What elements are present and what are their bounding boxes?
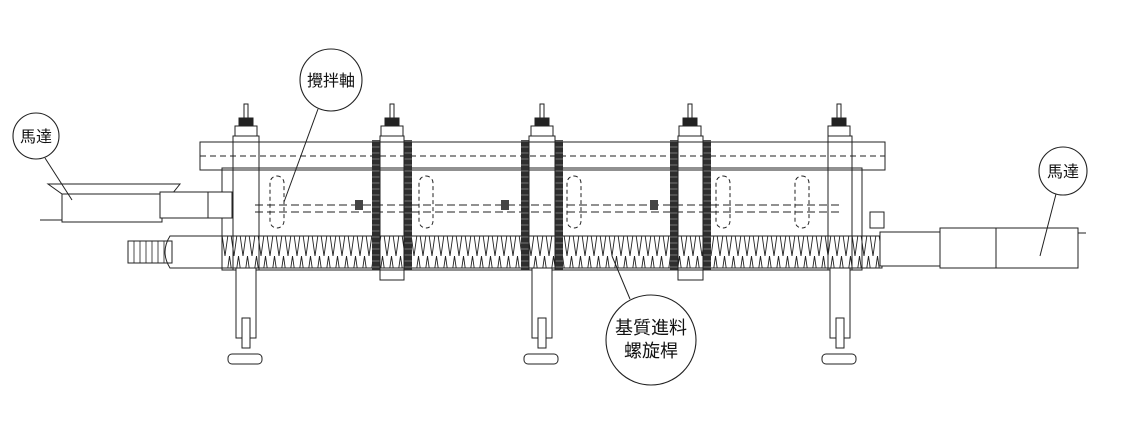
right-motor-body bbox=[869, 211, 1086, 269]
top-fittings bbox=[234, 103, 851, 137]
band-clamps bbox=[372, 140, 711, 270]
motor-right-label: 馬達 bbox=[1047, 162, 1079, 181]
screw-label-line1: 基質進料 bbox=[615, 318, 687, 339]
motor-left-label: 馬達 bbox=[20, 127, 52, 146]
callout-motor-left: 馬達 bbox=[12, 112, 73, 201]
support-legs bbox=[227, 267, 857, 365]
feed-screw bbox=[127, 235, 883, 269]
left-motor-body bbox=[40, 183, 233, 223]
machine-frame bbox=[199, 141, 886, 271]
mixing-shaft-label: 攪拌軸 bbox=[307, 71, 355, 90]
screw-label-line2: 螺旋桿 bbox=[624, 341, 678, 362]
callout-feed-screw: 基質進料 螺旋桿 bbox=[605, 255, 697, 386]
paddle-blocks bbox=[355, 200, 658, 210]
mixing-paddles bbox=[269, 175, 810, 229]
callout-mixing-shaft: 攪拌軸 bbox=[283, 48, 363, 203]
callout-motor-right: 馬達 bbox=[1038, 146, 1088, 257]
